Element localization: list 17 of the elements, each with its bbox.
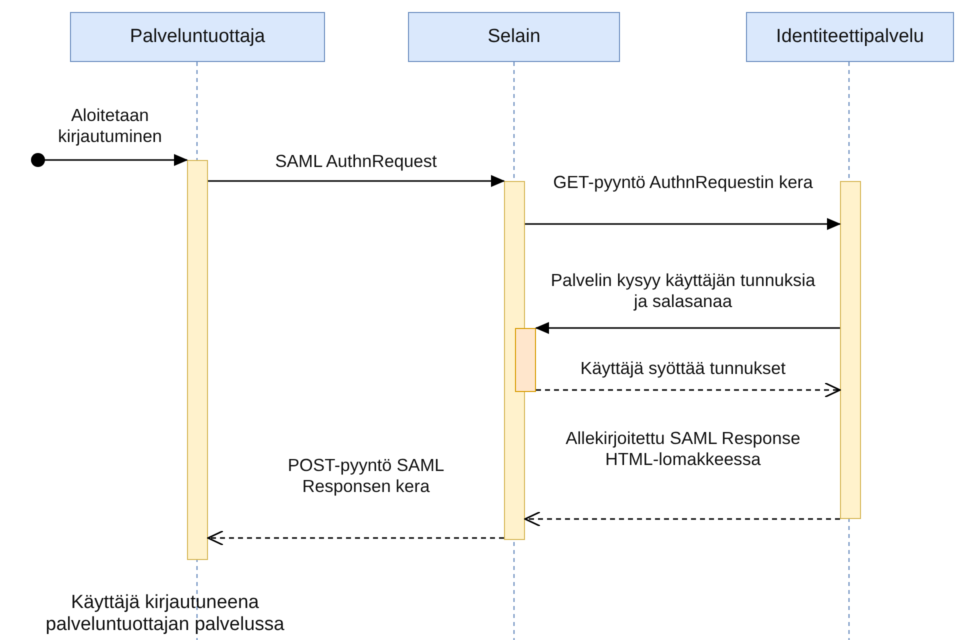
message-arrow	[208, 175, 505, 187]
edge-label: SAML AuthnRequest	[273, 151, 439, 172]
message-arrow	[525, 218, 841, 230]
message-arrow	[536, 382, 841, 398]
start-dot	[31, 153, 45, 167]
message-arrow	[207, 530, 504, 546]
activation-bar	[840, 181, 861, 519]
participant-box: Palveluntuottaja	[70, 12, 325, 62]
activation-bar	[504, 181, 525, 540]
activation-bar	[515, 328, 536, 392]
activation-bar	[187, 160, 208, 560]
edge-label: GET-pyyntö AuthnRequestin kera	[551, 172, 815, 193]
message-arrow	[524, 511, 840, 527]
participant-box: Identiteettipalvelu	[746, 12, 954, 62]
message-arrow	[535, 322, 840, 334]
note-text: Käyttäjä kirjautuneena palveluntuottajan palvelussa	[44, 592, 286, 636]
participant-box: Selain	[408, 12, 620, 62]
